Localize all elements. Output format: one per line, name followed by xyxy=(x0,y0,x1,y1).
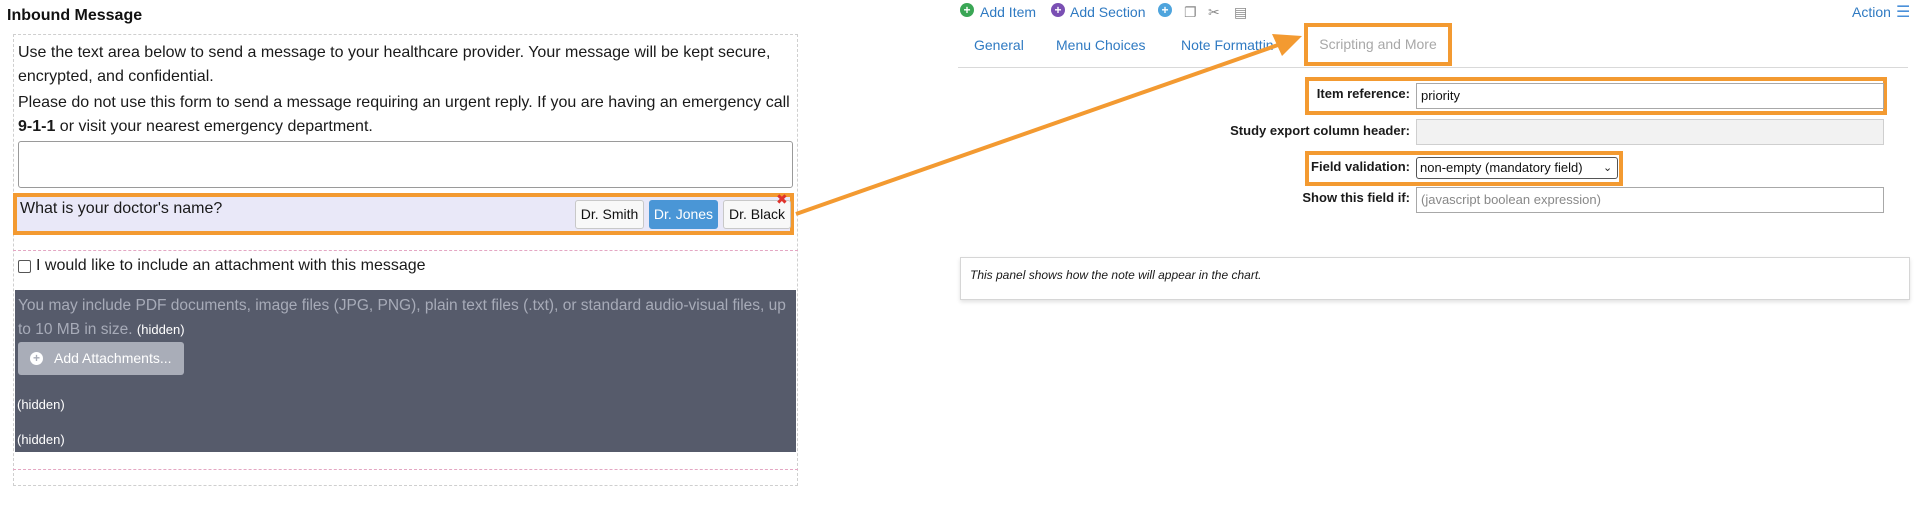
copy-icon[interactable]: ❐ xyxy=(1184,4,1197,20)
emergency-number: 9-1-1 xyxy=(18,118,56,135)
preview-text: This panel shows how the note will appea… xyxy=(970,268,1262,282)
export-header-label: Study export column header: xyxy=(1230,123,1410,138)
message-textarea[interactable] xyxy=(18,141,793,188)
callout-arrowhead xyxy=(1272,34,1302,56)
intro-paragraph-1: Use the text area below to send a messag… xyxy=(18,44,771,85)
field-validation-select[interactable]: non-empty (mandatory field) xyxy=(1416,157,1618,179)
item-reference-label: Item reference: xyxy=(1316,86,1410,101)
export-header-input[interactable] xyxy=(1416,119,1884,145)
menu-icon[interactable]: ☰ xyxy=(1896,4,1911,21)
choice-dr-smith[interactable]: Dr. Smith xyxy=(575,200,644,229)
add-section-button[interactable]: Add Section xyxy=(1070,4,1146,20)
choice-dr-jones[interactable]: Dr. Jones xyxy=(649,200,718,229)
preview-panel xyxy=(960,257,1910,300)
action-menu[interactable]: Action xyxy=(1852,4,1891,20)
hidden-tag: (hidden) xyxy=(17,432,65,447)
tabs-divider xyxy=(958,67,1908,68)
show-if-label: Show this field if: xyxy=(1302,190,1410,205)
add-attachments-button[interactable]: Add Attachments... xyxy=(18,342,184,375)
page-title: Inbound Message xyxy=(7,7,143,24)
show-if-input[interactable]: (javascript boolean expression) xyxy=(1416,187,1884,213)
add-circle-icon: + xyxy=(30,352,43,365)
tab-scripting-and-more[interactable]: Scripting and More xyxy=(1304,23,1452,66)
doctor-question-label: What is your doctor's name? xyxy=(20,200,223,217)
field-validation-label: Field validation: xyxy=(1311,159,1410,174)
attachment-checkbox[interactable] xyxy=(18,260,31,273)
tab-menu-choices[interactable]: Menu Choices xyxy=(1056,37,1146,53)
choice-dr-black[interactable]: Dr. Black xyxy=(723,200,791,229)
intro-text-prefix: Please do not use this form to send a me… xyxy=(18,94,790,111)
add-icon[interactable]: + xyxy=(1158,3,1172,17)
intro-text-suffix: or visit your nearest emergency departme… xyxy=(55,118,373,135)
hidden-tag: (hidden) xyxy=(17,397,65,412)
tab-general[interactable]: General xyxy=(974,37,1024,53)
cut-icon[interactable]: ✂ xyxy=(1208,4,1220,20)
tab-note-formatting[interactable]: Note Formattin xyxy=(1181,37,1274,53)
attachment-description-text: You may include PDF documents, image fil… xyxy=(18,297,786,338)
add-section-icon[interactable]: + xyxy=(1051,3,1065,17)
paste-icon[interactable]: ▤ xyxy=(1234,4,1248,20)
divider xyxy=(13,250,798,251)
add-item-button[interactable]: Add Item xyxy=(980,4,1037,20)
divider xyxy=(13,469,798,470)
intro-paragraph-2: Please do not use this form to send a me… xyxy=(18,91,798,139)
item-reference-input[interactable]: priority xyxy=(1416,83,1884,109)
attachment-checkbox-label[interactable]: I would like to include an attachment wi… xyxy=(36,257,426,274)
form-container xyxy=(13,34,798,486)
item-reference-highlight xyxy=(1305,77,1887,115)
attachment-description: You may include PDF documents, image fil… xyxy=(18,294,793,342)
chevron-down-icon[interactable]: ⌄ xyxy=(1603,162,1613,174)
add-item-icon[interactable]: + xyxy=(960,3,974,17)
field-validation-highlight xyxy=(1305,151,1623,186)
hidden-tag: (hidden) xyxy=(136,322,185,337)
remove-icon[interactable]: ✖ xyxy=(776,191,788,207)
